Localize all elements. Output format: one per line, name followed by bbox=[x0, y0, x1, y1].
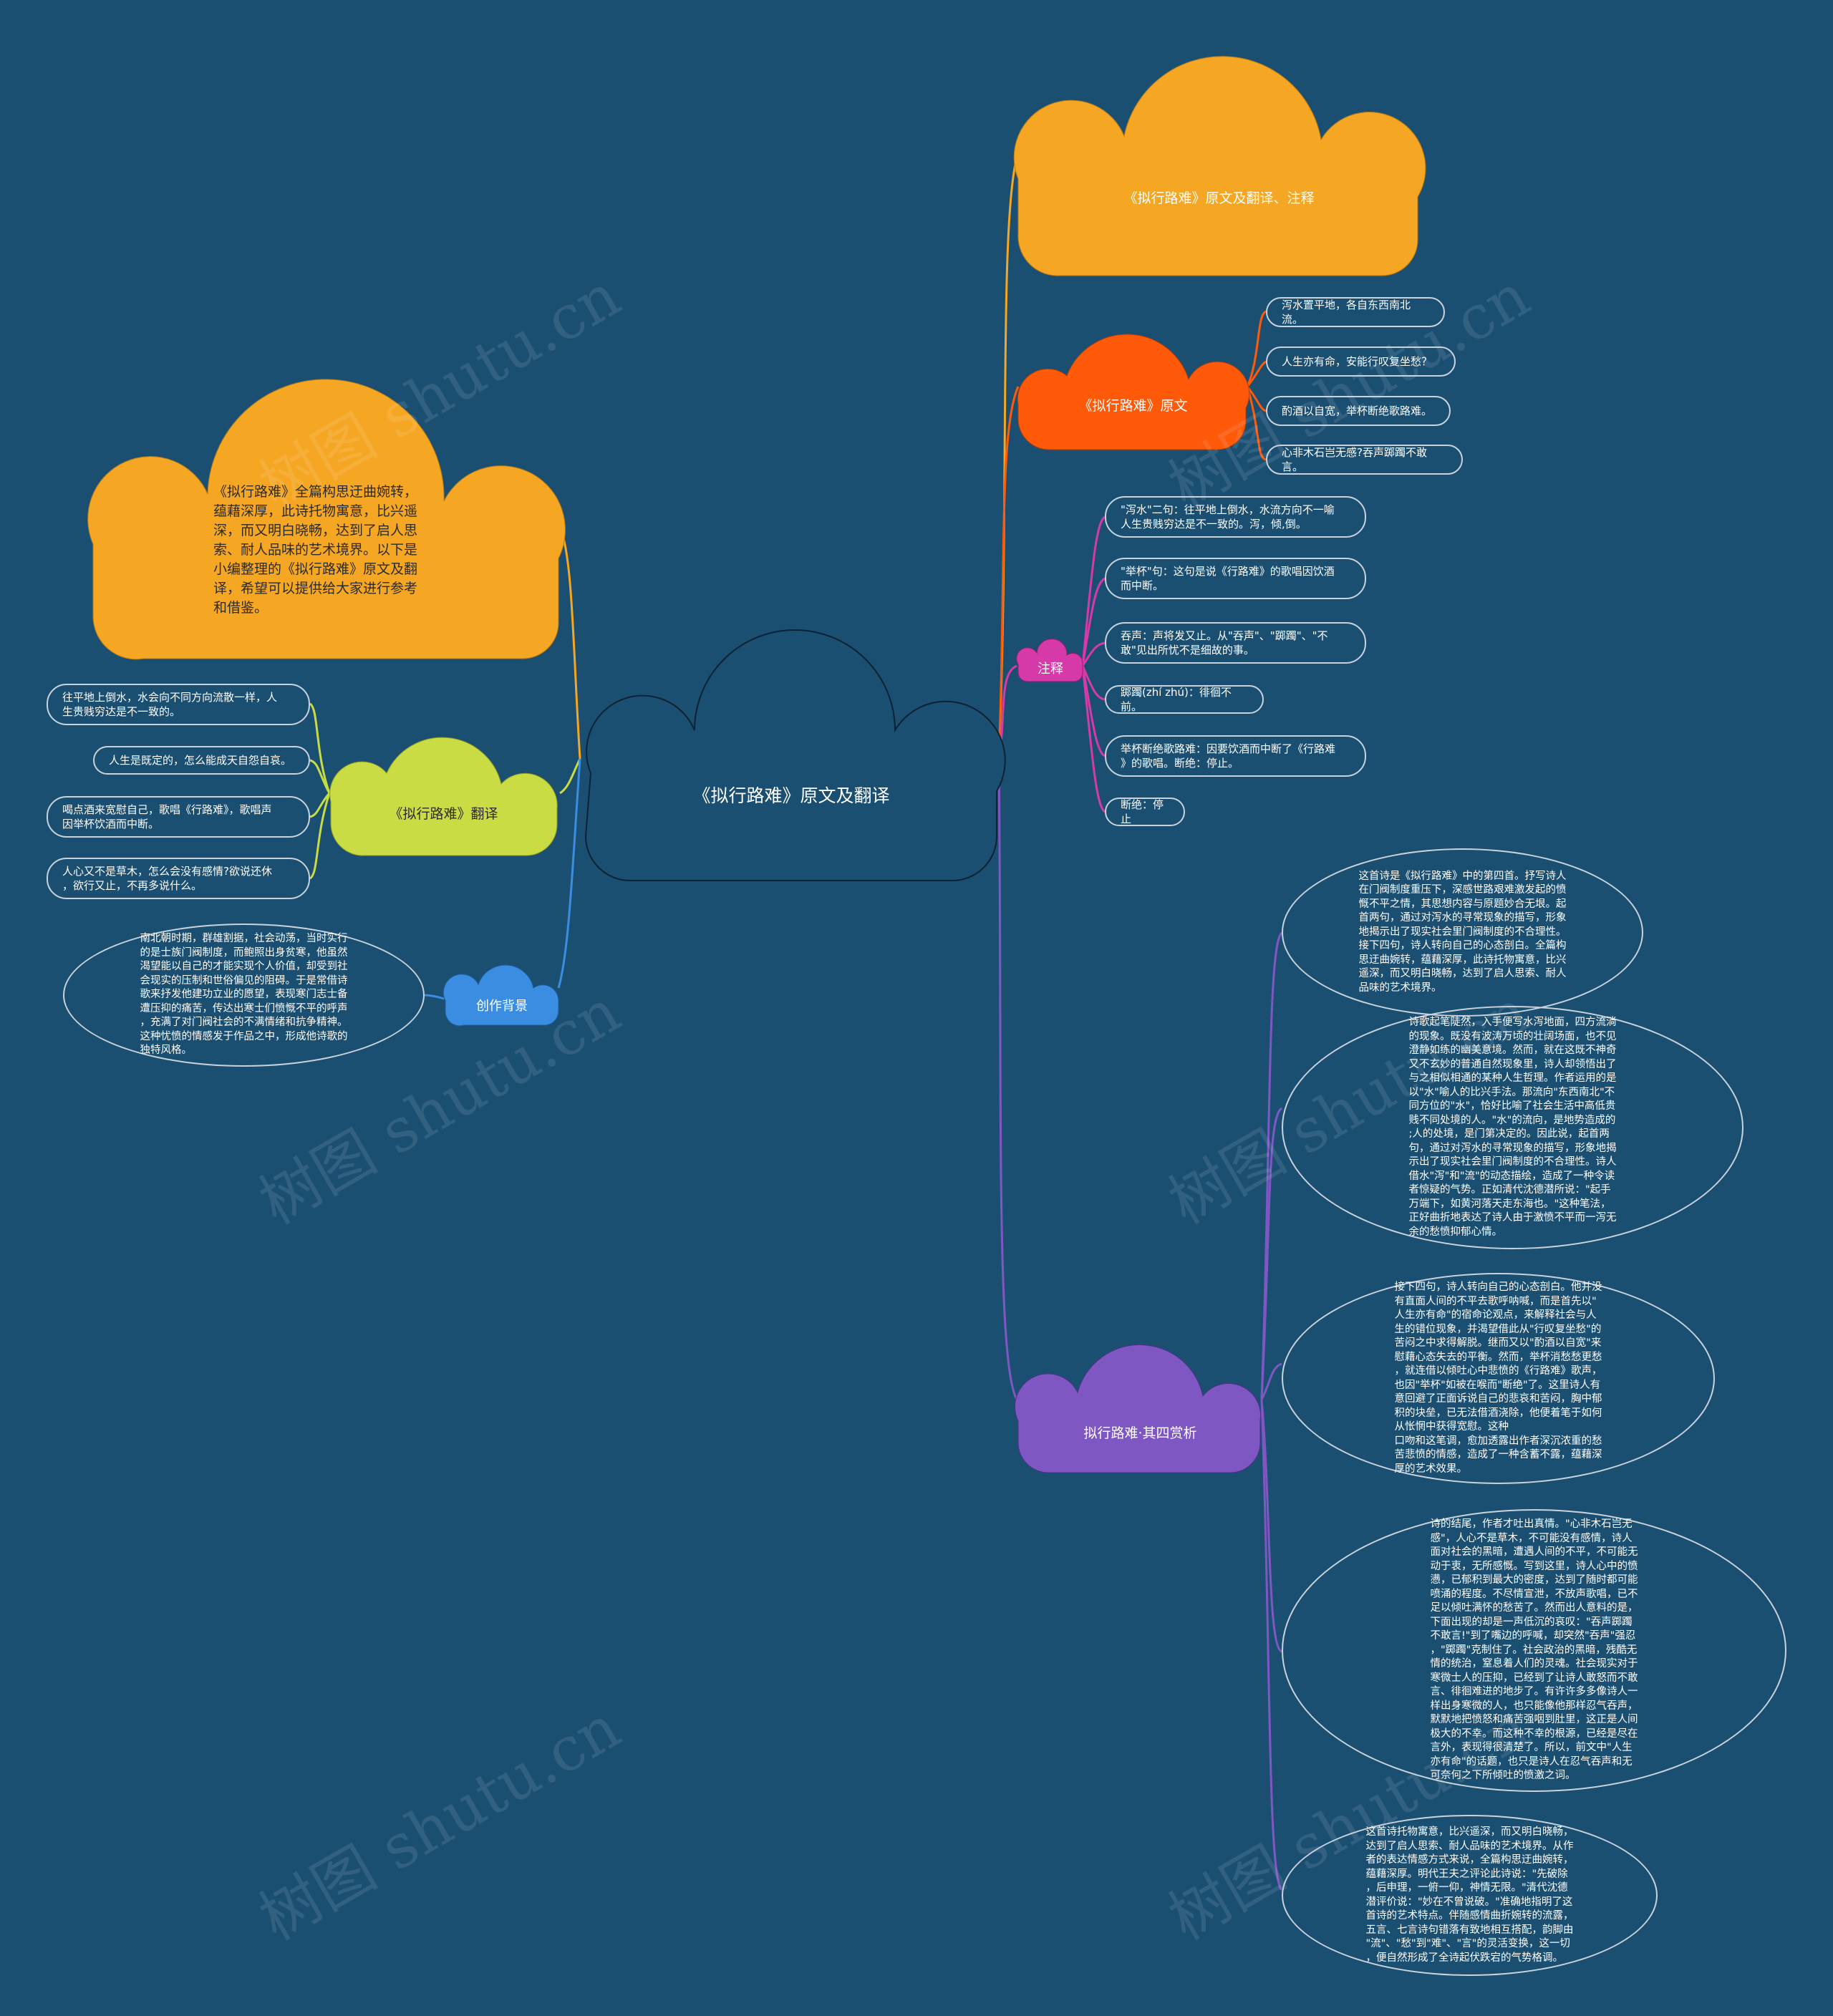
background-text-content: 南北朝时期，群雄割据，社会动荡，当时实行 的是士族门阀制度，而鲍照出身贫寒，他虽… bbox=[140, 933, 348, 1057]
link-note-1 bbox=[1081, 515, 1106, 667]
analysis-item-text: 诗歌起笔陡然，入手便写水泻地面，四方流淌 的现象。既没有波涛万顷的壮阔场面，也不… bbox=[1408, 1017, 1617, 1238]
link-ana-2 bbox=[1260, 1107, 1282, 1400]
analysis-item[interactable]: 诗歌起笔陡然，入手便写水泻地面，四方流淌 的现象。既没有波涛万顷的壮阔场面，也不… bbox=[1282, 1006, 1743, 1249]
analysis-label: 拟行路难·其四赏析 bbox=[1083, 1425, 1197, 1441]
background-node[interactable] bbox=[442, 964, 559, 1027]
analysis-node[interactable] bbox=[1014, 1344, 1262, 1473]
original-item[interactable]: 酌酒以自宽，举杯断绝歌路难。 bbox=[1266, 396, 1451, 426]
note-item[interactable]: 断绝：停止 bbox=[1105, 798, 1185, 826]
root-label: 《拟行路难》原文及翻译 bbox=[692, 785, 890, 806]
note-item[interactable]: 踯躅(zhí zhú)：徘徊不前。 bbox=[1105, 685, 1264, 714]
note-item[interactable]: "举杯"句：这句是说《行路难》的歌唱因饮酒 而中断。 bbox=[1105, 558, 1366, 599]
link-tr-4 bbox=[309, 793, 331, 880]
translation-cloud bbox=[329, 737, 558, 856]
link-ana-1 bbox=[1260, 931, 1283, 1400]
analysis-item[interactable]: 接下四句，诗人转向自己的心态剖白。他并没 有直面人间的不平去歌呼呐喊，而是首先以… bbox=[1282, 1273, 1715, 1484]
note-item[interactable]: "泻水"二句：往平地上倒水，水流方向不一喻 人生贵贱穷达是不一致的。泻，倾,倒。 bbox=[1105, 496, 1366, 538]
translation-item[interactable]: 往平地上倒水，水会向不同方向流散一样，人 生贵贱穷达是不一致的。 bbox=[47, 684, 310, 725]
link-tr-1 bbox=[309, 702, 331, 794]
original-cloud bbox=[1017, 334, 1250, 450]
link-root-background bbox=[557, 758, 581, 989]
title-node[interactable] bbox=[1013, 56, 1426, 276]
link-root-intro bbox=[558, 525, 581, 760]
analysis-item-text: 这首诗是《拟行路难》中的第四首。抒写诗人 在门阀制度重压下，深感世路艰难激发起的… bbox=[1358, 870, 1567, 994]
analysis-item-text: 这首诗托物寓意，比兴遥深，而又明白晓畅， 达到了启人思索、耐人品味的艺术境界。从… bbox=[1365, 1826, 1574, 1964]
link-note-2 bbox=[1081, 577, 1106, 667]
link-root-translation bbox=[559, 758, 581, 795]
analysis-cloud bbox=[1014, 1344, 1262, 1473]
translation-item[interactable]: 人心又不是草木，怎么会没有感情?欲说还休 ，欲行又止，不再多说什么。 bbox=[47, 858, 310, 899]
intro-node[interactable] bbox=[87, 379, 566, 660]
link-orig-4 bbox=[1246, 386, 1267, 461]
analysis-item[interactable]: 这首诗是《拟行路难》中的第四首。抒写诗人 在门阀制度重压下，深感世路艰难激发起的… bbox=[1282, 848, 1643, 1017]
analysis-item-text: 接下四句，诗人转向自己的心态剖白。他并没 有直面人间的不平去歌呼呐喊，而是首先以… bbox=[1394, 1281, 1602, 1475]
note-item[interactable]: 举杯断绝歌路难：因要饮酒而中断了《行路难 》的歌唱。断绝：停止。 bbox=[1105, 735, 1366, 777]
translation-label: 《拟行路难》翻译 bbox=[389, 805, 498, 822]
analysis-item[interactable]: 诗的结尾，作者才吐出真情。"心非木石岂无 感"，人心不是草木，不可能没有感情，诗… bbox=[1282, 1509, 1786, 1792]
link-orig-1 bbox=[1246, 310, 1267, 387]
translation-node[interactable] bbox=[329, 737, 558, 856]
title-node-label: 《拟行路难》原文及翻译、注释 bbox=[1123, 190, 1315, 206]
background-label: 创作背景 bbox=[476, 999, 528, 1014]
original-item[interactable]: 心非木石岂无感?吞声踯躅不敢言。 bbox=[1266, 445, 1463, 475]
notes-node[interactable] bbox=[1016, 639, 1083, 682]
link-note-3 bbox=[1081, 641, 1106, 667]
link-ana-3 bbox=[1260, 1362, 1282, 1400]
link-ana-5 bbox=[1260, 1399, 1283, 1891]
original-item[interactable]: 泻水置平地，各自东西南北流。 bbox=[1266, 297, 1445, 327]
link-bg-text bbox=[423, 994, 445, 1000]
title-cloud bbox=[1013, 56, 1426, 276]
link-note-6 bbox=[1081, 665, 1106, 813]
background-cloud bbox=[442, 964, 559, 1027]
link-root-original bbox=[997, 386, 1020, 760]
intro-text: 《拟行路难》全篇构思迂曲婉转， 蕴藉深厚，此诗托物寓意，比兴遥 深，而又明白晓畅… bbox=[213, 484, 418, 616]
original-label: 《拟行路难》原文 bbox=[1078, 397, 1188, 414]
link-orig-3 bbox=[1246, 386, 1267, 412]
translation-item[interactable]: 人生是既定的，怎么能成天自怨自哀。 bbox=[93, 746, 310, 775]
link-tr-3 bbox=[309, 793, 331, 818]
link-tr-2 bbox=[309, 759, 331, 794]
link-note-5 bbox=[1081, 665, 1106, 757]
original-node[interactable] bbox=[1017, 334, 1250, 450]
analysis-item[interactable]: 这首诗托物寓意，比兴遥深，而又明白晓畅， 达到了启人思索、耐人品味的艺术境界。从… bbox=[1282, 1815, 1658, 1976]
link-orig-2 bbox=[1246, 360, 1267, 387]
intro-cloud bbox=[87, 379, 566, 660]
background-text[interactable]: 南北朝时期，群雄割据，社会动荡，当时实行 的是士族门阀制度，而鲍照出身贫寒，他虽… bbox=[63, 924, 425, 1067]
original-item[interactable]: 人生亦有命，安能行叹复坐愁？ bbox=[1266, 346, 1456, 377]
notes-label: 注释 bbox=[1038, 662, 1063, 677]
link-root-analysis bbox=[997, 758, 1018, 1400]
note-item[interactable]: 吞声：声将发又止。从"吞声"、"踯躅"、"不 敢"见出所忧不是细故的事。 bbox=[1105, 622, 1366, 664]
link-ana-4 bbox=[1260, 1399, 1282, 1653]
root-cloud bbox=[584, 629, 1006, 881]
root-node[interactable] bbox=[584, 629, 1006, 881]
link-note-4 bbox=[1081, 665, 1106, 701]
analysis-item-text: 诗的结尾，作者才吐出真情。"心非木石岂无 感"，人心不是草木，不可能没有感情，诗… bbox=[1430, 1518, 1638, 1782]
translation-item[interactable]: 喝点酒来宽慰自己，歌唱《行路难》，歌唱声 因举杯饮酒而中断。 bbox=[47, 796, 310, 838]
notes-cloud bbox=[1016, 639, 1083, 682]
